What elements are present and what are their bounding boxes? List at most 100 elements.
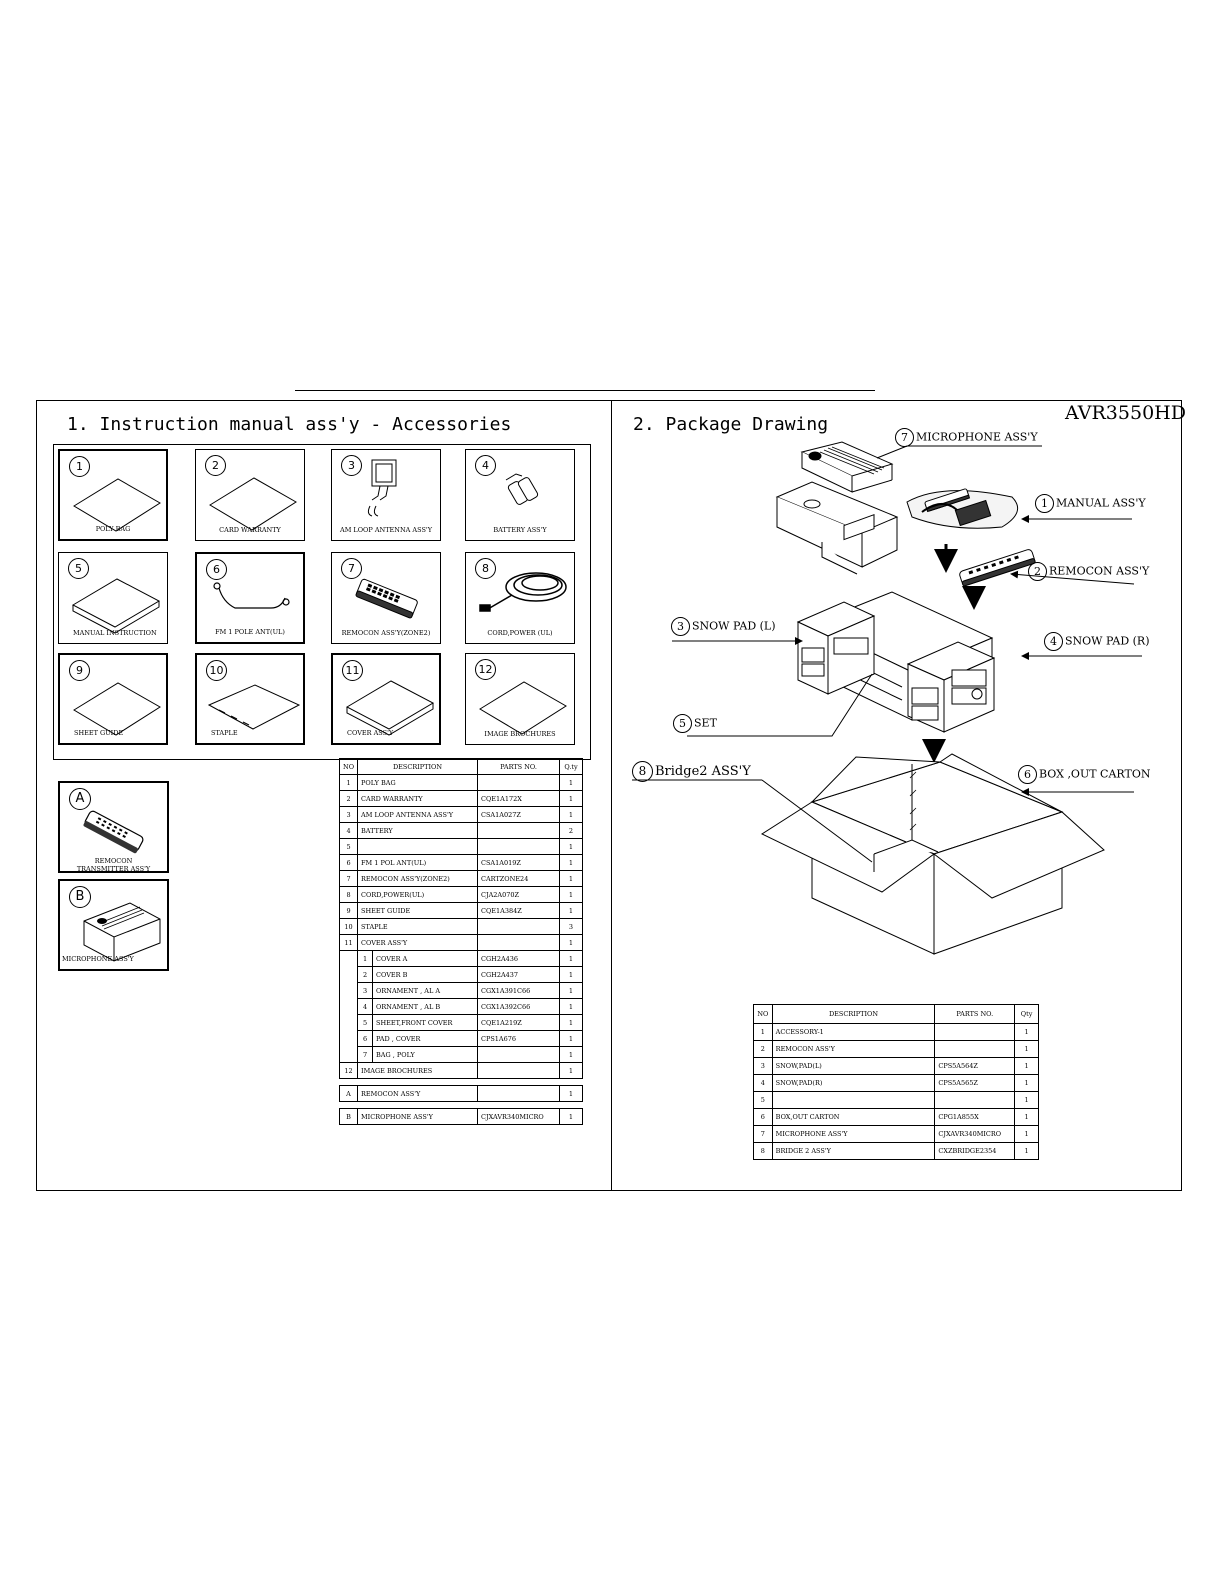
table-cell bbox=[934, 1091, 1016, 1109]
accessory-number: 11 bbox=[342, 660, 363, 681]
table-cell: CQE1A172X bbox=[477, 790, 560, 807]
table-cell: 7 bbox=[753, 1125, 773, 1143]
header-parts-no: PARTS NO. bbox=[934, 1004, 1016, 1024]
table-cell bbox=[477, 918, 560, 935]
table-cell: CGX1A392C66 bbox=[477, 998, 560, 1015]
table-cell: BRIDGE 2 ASS'Y bbox=[771, 1142, 936, 1160]
accessory-illustration bbox=[73, 478, 161, 532]
table-cell: 1 bbox=[559, 886, 583, 903]
header-qty: Q.ty bbox=[559, 758, 583, 775]
accessory-illustration bbox=[355, 578, 418, 619]
callout-label: REMOCON ASS'Y bbox=[1049, 564, 1150, 578]
accessory-label: REMOCON ASS'Y(ZONE2) bbox=[341, 629, 431, 637]
accessory-number: 6 bbox=[206, 559, 227, 580]
table-cell: 1 bbox=[559, 806, 583, 823]
callout-number: 6 bbox=[1018, 765, 1037, 784]
package-drawing bbox=[632, 441, 1142, 955]
table-cell: CXZBRIDGE2354 bbox=[934, 1142, 1016, 1160]
table-cell bbox=[477, 934, 560, 951]
table-cell: CQE1A219Z bbox=[477, 1014, 560, 1031]
accessory-label: SHEET GUIDE bbox=[74, 729, 124, 737]
table-cell: 1 bbox=[1014, 1125, 1039, 1143]
header-qty: Qty bbox=[1014, 1004, 1039, 1024]
table-cell: 4 bbox=[338, 822, 359, 839]
header-parts-no: PARTS NO. bbox=[477, 758, 560, 775]
accessory-number: 4 bbox=[475, 455, 496, 476]
table-cell bbox=[338, 982, 359, 999]
accessory-number: 5 bbox=[68, 558, 89, 579]
table-cell bbox=[357, 838, 478, 855]
table-cell: SNOW,PAD(R) bbox=[771, 1074, 936, 1092]
table-cell: ACCESSORY-1 bbox=[771, 1023, 936, 1041]
accessory-label: IMAGE BROCHURES bbox=[484, 730, 556, 738]
table-cell: 3 bbox=[338, 806, 359, 823]
table-cell: COVER ASS'Y bbox=[357, 934, 478, 951]
frame-divider bbox=[611, 400, 612, 1191]
table-cell: CGH2A437 bbox=[477, 966, 560, 983]
table-cell: CJXAVR340MICRO bbox=[934, 1125, 1016, 1143]
callout-number: 7 bbox=[895, 428, 914, 447]
table-cell: 1 bbox=[753, 1023, 773, 1041]
table-cell: SNOW,PAD(L) bbox=[771, 1057, 936, 1075]
table-cell: 12 bbox=[338, 1062, 359, 1079]
table-cell: 1 bbox=[559, 950, 583, 967]
table-cell bbox=[477, 1062, 560, 1079]
table-cell: 1 bbox=[559, 1085, 583, 1102]
table-cell bbox=[934, 1023, 1016, 1041]
remote-illustration bbox=[83, 810, 144, 854]
table-cell: 6 bbox=[357, 1030, 374, 1047]
callout-label: SNOW PAD (L) bbox=[692, 619, 776, 633]
table-cell: 1 bbox=[1014, 1040, 1039, 1058]
table-cell: 2 bbox=[559, 822, 583, 839]
table-cell: 4 bbox=[753, 1074, 773, 1092]
callout-label: SNOW PAD (R) bbox=[1065, 634, 1150, 648]
table-cell: 5 bbox=[357, 1014, 374, 1031]
table-cell: 1 bbox=[1014, 1142, 1039, 1160]
extra-tile-a: A REMOCON TRANSMITTER ASS'Y bbox=[58, 781, 169, 873]
table-cell: CPS5A564Z bbox=[934, 1057, 1016, 1075]
table-cell: 3 bbox=[357, 982, 374, 999]
table-cell: CPG1A855X bbox=[934, 1108, 1016, 1126]
accessory-illustration bbox=[345, 680, 435, 736]
table-cell: 1 bbox=[559, 1062, 583, 1079]
callout-label: BOX ,OUT CARTON bbox=[1039, 767, 1151, 781]
left-section-title: 1. Instruction manual ass'y - Accessorie… bbox=[67, 414, 512, 435]
table-cell: CSA1A019Z bbox=[477, 854, 560, 871]
table-cell: 7 bbox=[338, 870, 359, 887]
accessory-label: CARD WARRANTY bbox=[219, 526, 281, 534]
table-cell: 1 bbox=[559, 1030, 583, 1047]
table-cell: CGH2A436 bbox=[477, 950, 560, 967]
table-cell: CGX1A391C66 bbox=[477, 982, 560, 999]
extra-tile-b: B MICROPHONE ASS'Y bbox=[58, 879, 169, 971]
accessory-label: MANUAL INSTRUCTION bbox=[73, 629, 157, 637]
table-cell: 1 bbox=[559, 998, 583, 1015]
accessory-label: AM LOOP ANTENNA ASS'Y bbox=[340, 526, 432, 534]
table-cell: 1 bbox=[1014, 1074, 1039, 1092]
accessory-number: 7 bbox=[341, 558, 362, 579]
accessory-label: CORD,POWER (UL) bbox=[487, 629, 553, 637]
table-cell: 1 bbox=[559, 1014, 583, 1031]
table-cell: 1 bbox=[559, 854, 583, 871]
table-cell bbox=[771, 1091, 936, 1109]
